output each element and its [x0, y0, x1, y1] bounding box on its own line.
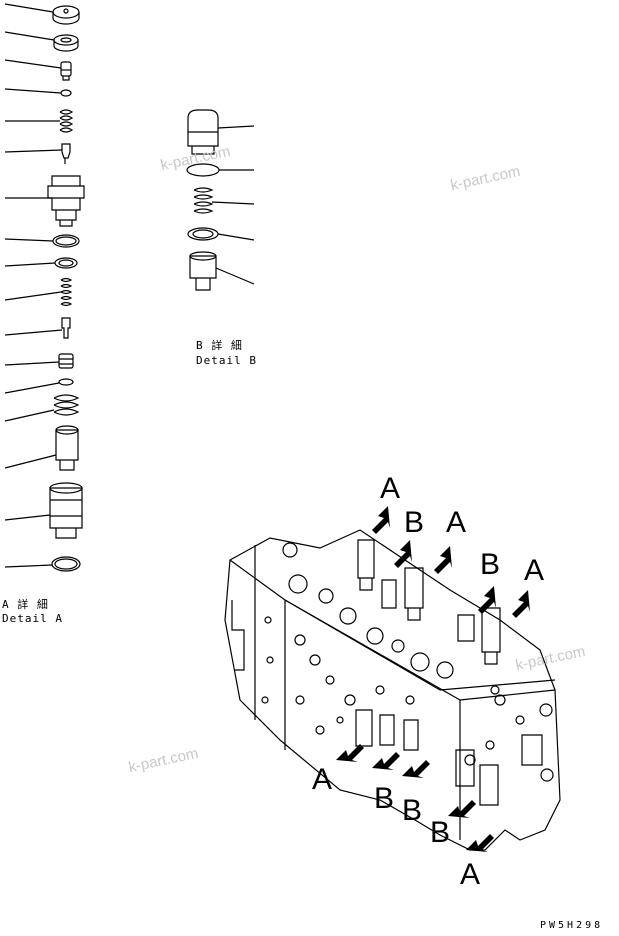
- detail-b-label-jp: B 詳 細: [196, 339, 243, 352]
- detail-a-label-jp: A 詳 細: [2, 598, 49, 611]
- callout-letter: A: [446, 506, 467, 539]
- callout-letter: B: [374, 782, 395, 815]
- control-valve-assembly: [224, 529, 561, 851]
- detail-b-label-en: Detail B: [196, 354, 257, 367]
- callout-letter: A: [380, 472, 401, 505]
- callout-letter: B: [430, 816, 451, 849]
- callout-letter: A: [460, 858, 481, 891]
- callout-letter: A: [312, 763, 333, 796]
- drawing-code: PW5H298: [540, 920, 604, 931]
- callout-letter: B: [404, 506, 425, 539]
- detail-a-label-en: Detail A: [2, 612, 63, 625]
- callout-letter: A: [524, 554, 545, 587]
- detail-a-parts: [4, 3, 85, 572]
- callout-letter: B: [480, 548, 501, 581]
- callout-arrows: [336, 506, 530, 852]
- detail-b-parts: [186, 109, 255, 291]
- callout-letter: B: [402, 794, 423, 827]
